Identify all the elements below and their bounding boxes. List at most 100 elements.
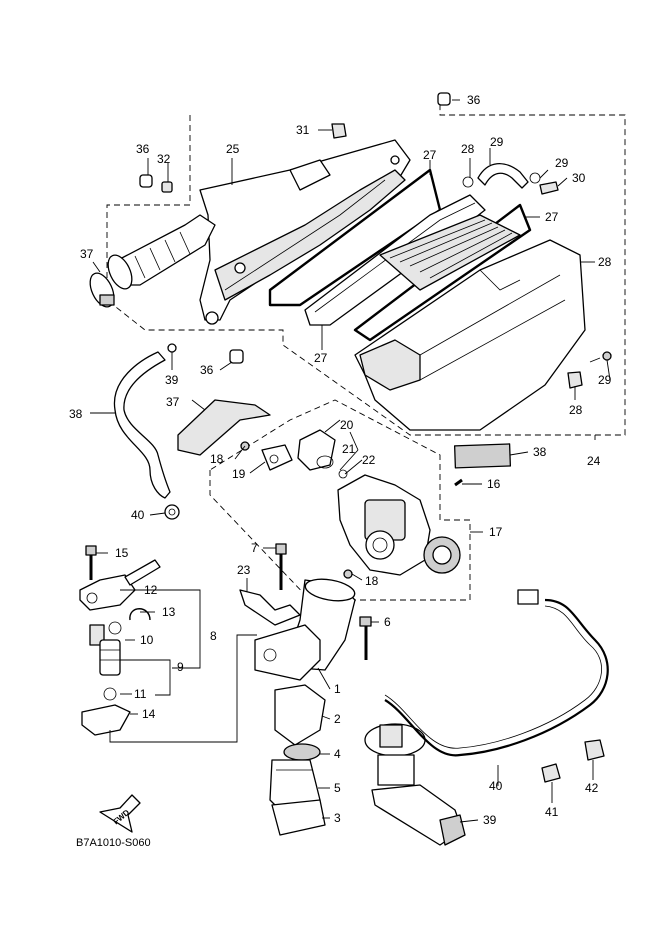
oring-10 bbox=[108, 621, 122, 635]
callout-45-right: 42 bbox=[585, 781, 599, 795]
callout-4: 4 bbox=[334, 747, 341, 761]
clip-32-right bbox=[529, 172, 541, 184]
callout-32-right: 29 bbox=[555, 156, 569, 170]
callout-23: 23 bbox=[237, 563, 251, 577]
intake-joint-1 bbox=[254, 578, 356, 681]
bracket-23 bbox=[239, 589, 301, 626]
bolt-15 bbox=[85, 545, 97, 580]
plate-3 bbox=[271, 799, 326, 836]
clip-13 bbox=[129, 608, 151, 621]
callout-43: 39 bbox=[483, 813, 497, 827]
callout-41: 39 bbox=[165, 373, 179, 387]
callout-33: 30 bbox=[572, 171, 586, 185]
callout-42: 40 bbox=[131, 508, 145, 522]
clip-45-left bbox=[541, 763, 561, 783]
callout-27-upper: 27 bbox=[423, 148, 437, 162]
callout-24: 24 bbox=[587, 454, 601, 468]
callout-16: 16 bbox=[487, 477, 501, 491]
air-cleaner-assembly-boundary bbox=[106, 100, 626, 436]
throttle-body-assembly-boundary bbox=[209, 399, 471, 601]
callout-31: 29 bbox=[490, 135, 504, 149]
injector-holder-12 bbox=[79, 559, 161, 611]
plate-37 bbox=[177, 399, 271, 456]
clamp-39 bbox=[89, 272, 115, 308]
fwd-arrow-icon: FWD bbox=[99, 794, 141, 833]
callout-8: 8 bbox=[210, 629, 217, 643]
callout-40: 38 bbox=[69, 407, 83, 421]
diagram-code: B7A1010-S060 bbox=[76, 837, 151, 849]
gasket-upper bbox=[268, 168, 442, 307]
clip-45-right bbox=[584, 739, 605, 761]
bolt-16 bbox=[454, 478, 463, 487]
intake-duct bbox=[107, 214, 216, 290]
callout-17: 17 bbox=[489, 525, 503, 539]
clip-41 bbox=[167, 343, 177, 353]
cap-35 bbox=[161, 181, 173, 193]
gasket-2 bbox=[274, 684, 326, 746]
callout-29: 28 bbox=[569, 403, 583, 417]
callout-22: 22 bbox=[362, 453, 376, 467]
callout-36-top: 36 bbox=[467, 93, 481, 107]
callout-37: 37 bbox=[166, 395, 180, 409]
callout-34: 31 bbox=[296, 123, 310, 137]
callout-45-left: 41 bbox=[545, 805, 559, 819]
callout-labels: 36 31 36 32 25 27 28 29 29 30 27 28 37 2… bbox=[69, 93, 612, 827]
bolt-7 bbox=[275, 543, 287, 590]
breather-hose-31 bbox=[477, 163, 529, 189]
injector-9 bbox=[89, 624, 121, 676]
clip-34 bbox=[331, 123, 347, 139]
callout-26: 27 bbox=[314, 351, 328, 365]
callout-44: 40 bbox=[489, 779, 503, 793]
callout-12: 12 bbox=[144, 583, 158, 597]
callout-30: 29 bbox=[598, 373, 612, 387]
clip-32-left bbox=[462, 176, 474, 188]
callout-28: 28 bbox=[598, 255, 612, 269]
leader-lines bbox=[90, 99, 611, 823]
callout-18-lower: 18 bbox=[365, 574, 379, 588]
air-filter-element bbox=[379, 214, 521, 291]
callout-39: 37 bbox=[80, 247, 94, 261]
hose-connector bbox=[517, 589, 539, 605]
callout-1: 1 bbox=[334, 682, 341, 696]
fuel-hose-44 bbox=[384, 598, 609, 757]
callout-32-left: 28 bbox=[461, 142, 475, 156]
callout-11: 11 bbox=[134, 687, 147, 701]
callout-35: 32 bbox=[157, 152, 171, 166]
callout-25: 25 bbox=[226, 142, 240, 156]
callout-21: 21 bbox=[342, 442, 356, 456]
oring-22 bbox=[338, 469, 348, 479]
bolt-6 bbox=[359, 616, 372, 660]
callout-6: 6 bbox=[384, 615, 391, 629]
fuel-pump-43 bbox=[364, 723, 466, 846]
clamp-42 bbox=[164, 504, 180, 520]
hose-40 bbox=[113, 351, 171, 499]
callout-20: 20 bbox=[340, 418, 354, 432]
callout-9: 9 bbox=[177, 660, 184, 674]
cap-36-bottom bbox=[229, 349, 244, 364]
screw-30 bbox=[589, 351, 612, 363]
callout-38: 38 bbox=[533, 445, 547, 459]
oring-11 bbox=[103, 687, 117, 701]
sensor-21 bbox=[297, 429, 336, 471]
oring-4 bbox=[283, 743, 321, 761]
fitting-33 bbox=[539, 181, 559, 195]
bracket-19 bbox=[261, 444, 293, 471]
callout-36-bottom: 36 bbox=[200, 363, 214, 377]
screw-18-lower bbox=[343, 569, 353, 579]
callout-14: 14 bbox=[142, 707, 156, 721]
sponge-38 bbox=[453, 443, 512, 469]
fuel-hose-44-inner bbox=[384, 605, 602, 749]
callout-7: 7 bbox=[251, 541, 258, 555]
cap-36-left bbox=[139, 174, 153, 188]
air-cleaner-cover bbox=[354, 239, 586, 431]
clip-29 bbox=[567, 371, 583, 389]
callout-5: 5 bbox=[334, 781, 341, 795]
cap-36-top bbox=[437, 92, 451, 106]
callout-15: 15 bbox=[115, 546, 129, 560]
callout-36-left: 36 bbox=[136, 142, 150, 156]
callout-27-lower: 27 bbox=[545, 210, 559, 224]
callout-2: 2 bbox=[334, 712, 341, 726]
callout-18-upper: 18 bbox=[210, 452, 224, 466]
throttle-body bbox=[337, 474, 461, 576]
